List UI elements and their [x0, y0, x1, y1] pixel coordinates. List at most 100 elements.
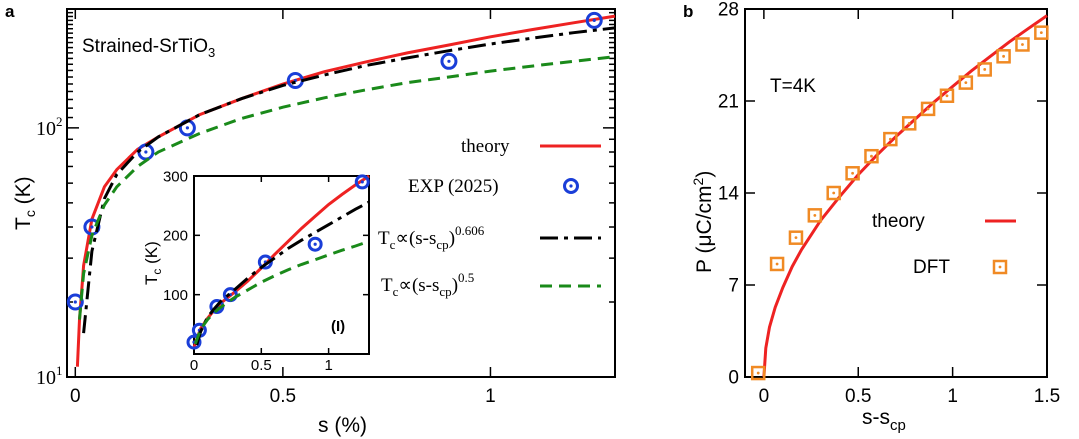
panel-a-label: a	[5, 2, 15, 21]
dft-point-center	[870, 154, 873, 158]
dft-point-center	[1021, 43, 1024, 46]
panel-b-annotation: T=4K	[770, 76, 816, 97]
dft-point-center	[1002, 54, 1005, 58]
dft-point	[958, 75, 974, 90]
dft-point	[826, 185, 841, 201]
dft-point-center	[775, 262, 779, 266]
y-tick-label: 200	[163, 228, 188, 245]
dft-point-center	[926, 107, 930, 111]
exp-point-center	[185, 126, 189, 130]
inset-label: (I)	[331, 318, 345, 335]
panel-b-label: b	[683, 2, 693, 21]
inset-series	[186, 174, 370, 350]
exp-point	[66, 293, 84, 311]
panel-b-legend: theory DFT	[872, 211, 1016, 278]
legend-label-fit05: Tc∝(s-scp)0.5	[381, 270, 474, 299]
dft-point	[977, 62, 992, 77]
legend-marker-dft-dot	[998, 265, 1002, 269]
exp-point-center	[90, 225, 94, 229]
y-tick-label: 0	[728, 368, 739, 389]
dft-point	[901, 116, 917, 131]
series-line-fit05	[78, 55, 616, 320]
y-tick-label: 14	[718, 184, 740, 205]
dft-point-center	[756, 371, 760, 375]
exp-point	[440, 52, 458, 70]
dft-point-center	[907, 121, 911, 125]
dft-point	[864, 148, 879, 164]
dft-point	[920, 101, 936, 117]
panel-a-frame	[66, 8, 616, 378]
series-line-fit606	[82, 26, 616, 334]
panel-a-annotation: Strained-SrTiO3	[82, 36, 215, 60]
x-tick-label: 0	[759, 386, 770, 407]
x-tick-label: 1	[947, 386, 958, 407]
panel-a-ticks: 0 0.5 1 101 102	[36, 8, 615, 407]
dft-point-center	[888, 137, 892, 141]
dft-point-center	[1039, 31, 1043, 35]
exp-point-center	[447, 59, 451, 63]
x-tick-label: 1	[324, 357, 332, 374]
x-tick-label: 1.5	[1034, 386, 1060, 407]
dft-point	[769, 256, 785, 272]
legend-marker-exp-dot	[569, 184, 573, 188]
exp-point-center	[360, 180, 364, 184]
x-tick-label: 0.5	[270, 386, 296, 407]
legend-label-theory: theory	[461, 136, 510, 157]
panel-a-ylabel: Tc (K)	[12, 176, 38, 230]
panel-a-xlabel: s (%)	[318, 414, 367, 437]
dft-point	[1015, 37, 1030, 52]
exp-point	[585, 11, 603, 29]
dft-point-center	[851, 171, 854, 175]
y-tick-label: 7	[728, 276, 739, 297]
exp-point-center	[592, 18, 596, 22]
y-tick-label: 300	[163, 168, 188, 185]
dft-point-center	[964, 81, 968, 84]
series-line-theory	[762, 14, 1048, 378]
y-tick-label: 100	[163, 287, 188, 304]
exp-point-center	[144, 150, 148, 154]
dft-point	[883, 131, 898, 147]
legend-marker-exp	[563, 178, 579, 194]
legend-marker-dft	[992, 259, 1008, 275]
legend-label-dft: DFT	[913, 257, 950, 278]
exp-point	[354, 174, 370, 190]
series-line-fit606	[195, 200, 370, 346]
dft-point-center	[983, 68, 987, 71]
dft-point	[845, 166, 860, 181]
legend-label-exp: EXP (2025)	[408, 176, 499, 197]
panel-a-legend: theory EXP (2025) Tc∝(s-scp)0.606 Tc∝(s-…	[378, 136, 601, 299]
dft-point-center	[945, 94, 949, 98]
y-tick-label: 101	[36, 363, 63, 389]
y-tick-label: 28	[718, 0, 739, 21]
exp-point	[307, 236, 323, 252]
inset-frame	[193, 175, 370, 355]
x-tick-label: 0	[190, 357, 198, 374]
exp-point-center	[313, 242, 317, 246]
dft-point	[939, 88, 955, 103]
panel-b-xlabel: s-scp	[862, 406, 906, 434]
legend-label-theory-b: theory	[872, 211, 925, 232]
dft-point-center	[813, 213, 817, 217]
inset-ylabel: Tc (K)	[142, 241, 164, 285]
dft-point	[750, 365, 766, 381]
dft-point-center	[832, 191, 836, 195]
panel-b-frame	[744, 8, 1048, 378]
x-tick-label: 0	[70, 386, 81, 407]
y-tick-label: 21	[718, 92, 739, 113]
x-tick-label: 0.5	[251, 357, 272, 374]
dft-point	[996, 49, 1011, 64]
x-tick-label: 1	[485, 386, 496, 407]
dft-point-center	[794, 236, 798, 240]
legend-label-fit606: Tc∝(s-scp)0.606	[378, 223, 485, 252]
exp-point-center	[73, 300, 77, 304]
panel-b-series	[750, 14, 1049, 381]
panel-a-series	[66, 11, 616, 367]
y-tick-label: 102	[36, 114, 63, 140]
dft-point	[1034, 25, 1049, 40]
dft-point	[807, 208, 823, 223]
exp-point	[186, 334, 202, 350]
inset-ticks: 0 0.5 1 100 200 300	[163, 168, 369, 374]
panel-b-ylabel: P (μC/cm2)	[690, 171, 716, 273]
